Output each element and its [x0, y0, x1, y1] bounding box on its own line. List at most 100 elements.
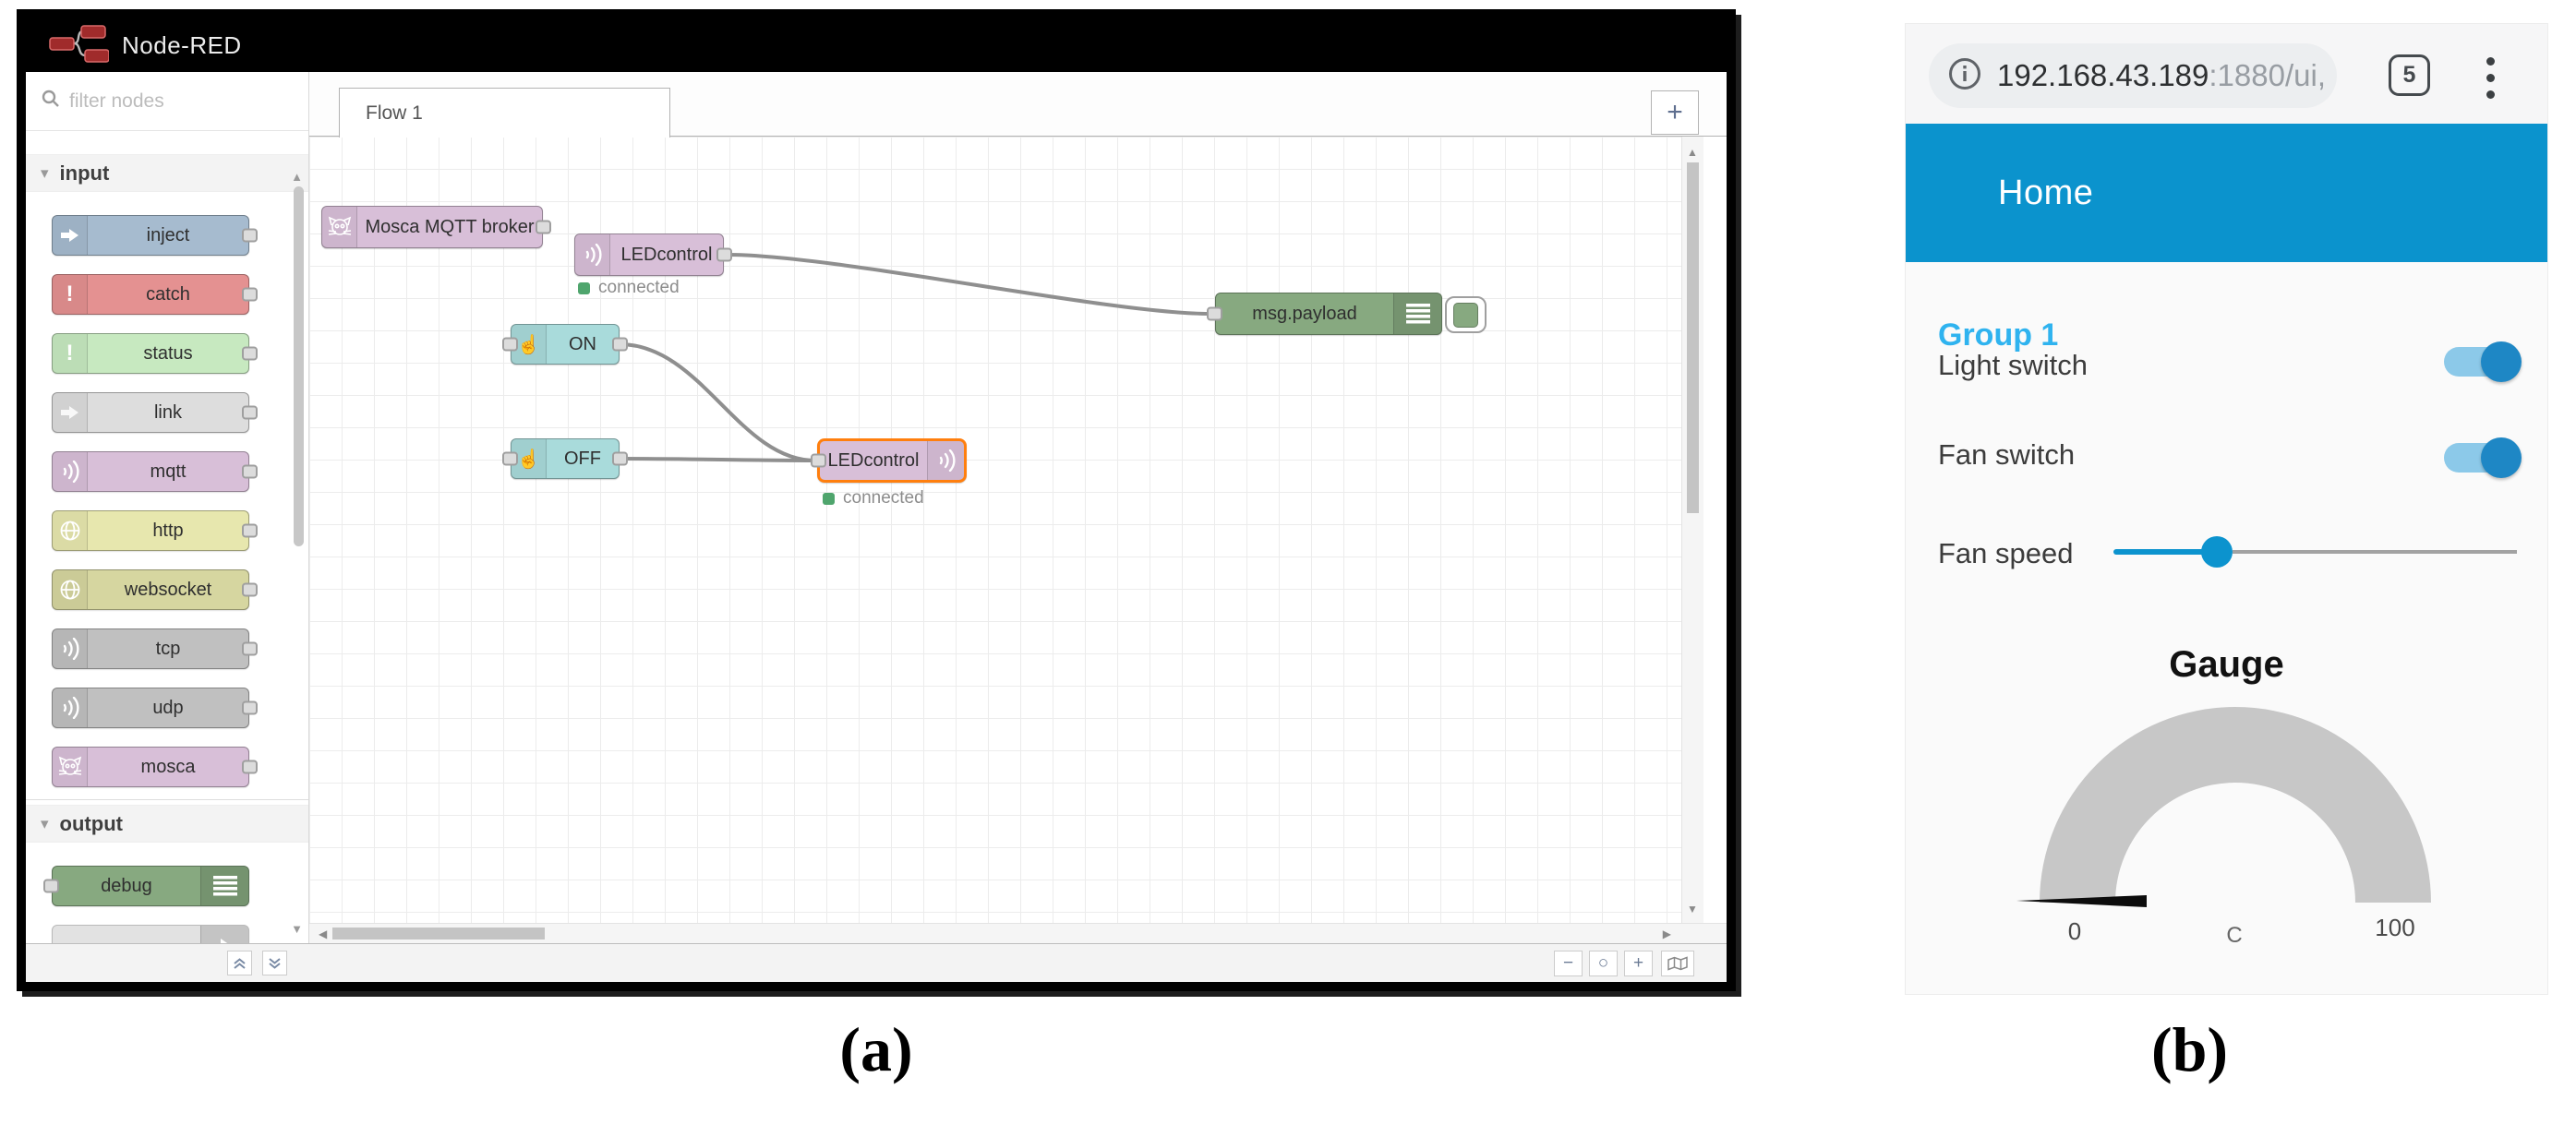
hand-pointer-icon: ☝ — [512, 325, 547, 364]
palette-node-link[interactable]: link — [52, 392, 258, 433]
output-port[interactable] — [612, 451, 628, 466]
status-dot-icon — [823, 492, 835, 505]
tab-switcher-button[interactable]: 5 — [2389, 54, 2430, 96]
palette-node-mosca[interactable]: mosca — [52, 747, 258, 787]
output-port[interactable] — [242, 523, 258, 538]
scroll-up-icon[interactable]: ▲ — [1687, 146, 1698, 159]
output-port[interactable] — [242, 346, 258, 361]
output-port[interactable] — [242, 405, 258, 420]
scrollbar-thumb[interactable] — [332, 928, 545, 939]
palette-node-inject[interactable]: inject — [52, 215, 258, 256]
flow-node-ledcontrol-out[interactable]: LEDcontrol — [811, 438, 967, 483]
output-port[interactable] — [242, 760, 258, 774]
expand-all-button[interactable] — [262, 951, 287, 975]
palette-node-partial[interactable] — [52, 925, 249, 943]
double-chevron-down-icon — [269, 957, 281, 969]
tab-flow-1[interactable]: Flow 1 — [339, 88, 670, 138]
search-input[interactable] — [69, 90, 254, 113]
collapse-all-button[interactable] — [227, 951, 252, 975]
signal-icon — [53, 629, 88, 668]
gauge-needle — [2016, 895, 2147, 907]
scroll-down-icon[interactable]: ▼ — [291, 922, 303, 936]
play-icon — [200, 926, 248, 943]
scroll-right-icon[interactable]: ▶ — [1662, 928, 1671, 940]
canvas-vertical-scrollbar[interactable]: ▲ ▼ — [1681, 137, 1703, 923]
wire-layer — [618, 253, 1211, 462]
palette-node-tcp[interactable]: tcp — [52, 628, 258, 669]
zoom-out-button[interactable]: − — [1554, 951, 1583, 976]
palette-category-input[interactable]: ▾ input — [26, 154, 308, 192]
canvas-horizontal-scrollbar[interactable]: ◀ ▶ — [309, 923, 1727, 943]
input-port[interactable] — [811, 453, 826, 468]
palette-node-udp[interactable]: udp — [52, 688, 258, 728]
palette-search[interactable] — [26, 72, 308, 131]
scroll-down-icon[interactable]: ▼ — [1687, 903, 1698, 916]
signal-icon — [53, 452, 88, 491]
palette-scrollbar-thumb[interactable] — [294, 186, 304, 546]
double-chevron-up-icon — [234, 957, 246, 969]
toggle-knob[interactable] — [2481, 437, 2522, 478]
output-port[interactable] — [242, 228, 258, 243]
palette-node-websocket[interactable]: websocket — [52, 569, 258, 610]
search-icon — [41, 89, 61, 114]
scroll-up-icon[interactable]: ▲ — [291, 170, 303, 184]
toggle-knob[interactable] — [2481, 341, 2522, 382]
output-port[interactable] — [242, 700, 258, 715]
navigator-button[interactable] — [1661, 951, 1694, 976]
signal-icon — [575, 234, 610, 275]
palette-category-output[interactable]: ▾ output — [26, 805, 308, 843]
circle-icon: ○ — [1597, 953, 1609, 973]
list-icon — [1393, 293, 1441, 334]
gauge-min-label: 0 — [2067, 917, 2082, 945]
node-red-window: Node-RED ▾ input inject — [17, 9, 1736, 991]
palette-node-mqtt[interactable]: mqtt — [52, 451, 258, 492]
input-port[interactable] — [502, 337, 518, 352]
debug-enable-toggle[interactable] — [1445, 296, 1487, 333]
output-port[interactable] — [242, 287, 258, 302]
list-icon — [200, 867, 248, 905]
flow-node-off-button[interactable]: ☝ OFF — [502, 438, 628, 479]
cat-icon — [322, 207, 357, 247]
slider-knob[interactable] — [2201, 536, 2233, 568]
signal-icon — [927, 441, 964, 480]
palette-list: ▾ input inject ! catch ! status — [26, 131, 308, 943]
flow-node-msg-payload[interactable]: msg.payload — [1207, 293, 1487, 335]
output-port[interactable] — [242, 582, 258, 597]
palette-node-http[interactable]: http — [52, 510, 258, 551]
flow-node-ledcontrol-in[interactable]: LEDcontrol — [574, 233, 732, 276]
url-text: 192.168.43.189:1880/ui, — [1997, 58, 2326, 92]
zoom-in-button[interactable]: + — [1624, 951, 1653, 976]
node-status: connected — [823, 488, 924, 509]
scrollbar-thumb[interactable] — [1687, 162, 1699, 513]
input-port[interactable] — [502, 451, 518, 466]
add-flow-button[interactable]: + — [1651, 90, 1699, 135]
flow-node-on-button[interactable]: ☝ ON — [502, 324, 628, 365]
palette-node-catch[interactable]: ! catch — [52, 274, 258, 315]
flow-canvas[interactable]: Mosca MQTT broker LEDcontrol connected — [309, 137, 1727, 923]
input-port[interactable] — [43, 879, 59, 893]
info-icon[interactable] — [1947, 56, 1982, 96]
palette-node-status[interactable]: ! status — [52, 333, 258, 374]
output-port[interactable] — [242, 464, 258, 479]
zoom-reset-button[interactable]: ○ — [1589, 951, 1618, 976]
slider-track[interactable] — [2233, 550, 2517, 554]
fan-speed-slider[interactable] — [2113, 536, 2517, 568]
output-port[interactable] — [612, 337, 628, 352]
wire-ledcontrol-to-debug — [726, 253, 1211, 316]
output-port[interactable] — [716, 247, 732, 262]
browser-menu-icon[interactable] — [2486, 57, 2496, 107]
fan-switch-toggle[interactable] — [2444, 437, 2522, 478]
light-switch-toggle[interactable] — [2444, 341, 2522, 382]
output-port[interactable] — [242, 641, 258, 656]
palette-node-debug[interactable]: debug — [43, 866, 249, 906]
flow-node-mosca-broker[interactable]: Mosca MQTT broker — [321, 206, 551, 248]
node-status: connected — [578, 278, 680, 298]
input-port[interactable] — [1207, 306, 1222, 321]
arrow-in-icon — [53, 216, 88, 255]
exclamation-icon: ! — [53, 275, 88, 314]
wire-off-to-ledcontrol — [618, 457, 817, 462]
palette-divider — [26, 799, 308, 800]
output-port[interactable] — [536, 220, 551, 234]
scroll-left-icon[interactable]: ◀ — [319, 928, 328, 940]
address-bar[interactable]: 192.168.43.189:1880/ui, — [1929, 43, 2337, 108]
